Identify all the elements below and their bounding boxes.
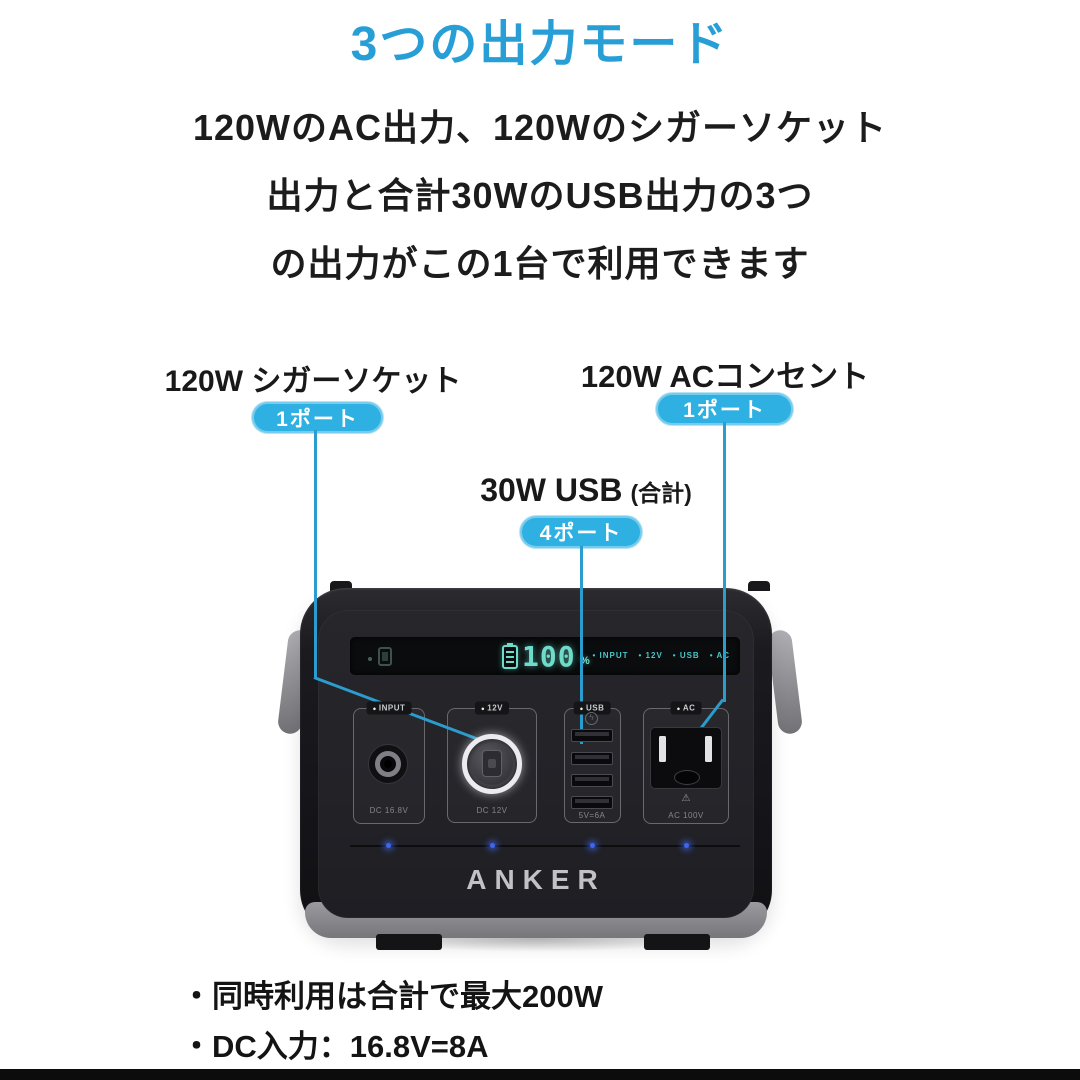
intro-paragraph: 120WのAC出力、120Wのシガーソケット 出力と合計30WのUSB出力の3つ… — [0, 94, 1080, 298]
indicator-input: INPUT — [592, 651, 628, 660]
cigarette-socket-emblem — [482, 750, 502, 777]
ac-port-badge: 1ポート — [656, 393, 793, 425]
12v-tag: 12V — [474, 701, 510, 715]
top-latch-right — [748, 581, 770, 591]
poweriq-icon: ϟ — [585, 712, 598, 725]
callout-cigarette-label: 120W シガーソケット — [164, 365, 462, 398]
anker-logo: ANKER — [466, 864, 606, 895]
led-dot-3 — [590, 843, 595, 848]
device-foot-left — [376, 934, 442, 950]
callout-ac-label: 120W ACコンセント — [580, 359, 870, 394]
usb-tag: USB — [573, 701, 611, 715]
panel-separator — [350, 845, 740, 847]
ac-outlet — [650, 727, 722, 789]
usb-caption: 5V=6A — [578, 811, 606, 820]
intro-line: の出力がこの1台で利用できます — [270, 243, 810, 284]
ac-ground-hole — [674, 770, 700, 785]
indicator-usb: USB — [673, 651, 700, 660]
leader-line-cigarette-vertical — [314, 430, 317, 678]
led-dot-2 — [490, 843, 495, 848]
battery-percent-value: 100 — [522, 640, 576, 673]
dc-input-tag: INPUT — [366, 701, 412, 715]
usb-label-suffix: (合計) — [630, 480, 692, 506]
intro-line: 120WのAC出力、120Wのシガーソケット — [192, 107, 888, 148]
led-dot-4 — [684, 843, 689, 848]
12v-caption: DC 12V — [476, 806, 508, 815]
battery-display: 100 % INPUT 12V USB AC — [350, 637, 740, 675]
footnote-dc-input: ・DC入力：16.8V=8A — [181, 1029, 489, 1064]
device-foot-right — [644, 934, 710, 950]
intro-line: 出力と合計30WのUSB出力の3つ — [266, 175, 814, 216]
indicator-ac: AC — [710, 651, 730, 660]
ac-slot-left — [659, 736, 666, 762]
leader-line-usb — [580, 546, 583, 744]
small-battery-icon — [378, 647, 392, 666]
top-latch-left — [330, 581, 352, 591]
callout-usb-label: 30W USB (合計) — [386, 472, 786, 509]
usb-port-1 — [571, 729, 613, 742]
usb-label-main: 30W USB — [480, 472, 623, 508]
dc-jack-hole — [384, 760, 392, 768]
leader-line-ac-vertical — [723, 422, 726, 702]
bottom-black-bar — [0, 1069, 1080, 1080]
page-title: 3つの出力モード — [350, 18, 730, 71]
footnote-max-output: ・同時利用は合計で最大200W — [181, 979, 603, 1014]
cigarette-port-badge: 1ポート — [252, 402, 383, 433]
ac-caption: AC 100V — [668, 811, 704, 820]
dc-input-caption: DC 16.8V — [369, 806, 409, 815]
usb-port-badge: 4ポート — [520, 516, 642, 548]
warning-icon: ⚠ — [681, 793, 691, 804]
indicator-12v: 12V — [639, 651, 663, 660]
footnotes: ・同時利用は合計で最大200W ・DC入力：16.8V=8A — [181, 972, 603, 1072]
display-status-dot — [368, 657, 372, 661]
percent-sign: % — [580, 655, 590, 667]
status-indicators: INPUT 12V USB AC — [592, 651, 730, 660]
ac-slot-right — [705, 736, 712, 762]
usb-port-3 — [571, 774, 613, 787]
usb-port-2 — [571, 752, 613, 765]
ac-tag: AC — [670, 701, 702, 715]
led-dot-1 — [386, 843, 391, 848]
right-handle — [766, 628, 804, 736]
battery-level-icon — [502, 643, 518, 669]
usb-port-4 — [571, 796, 613, 809]
